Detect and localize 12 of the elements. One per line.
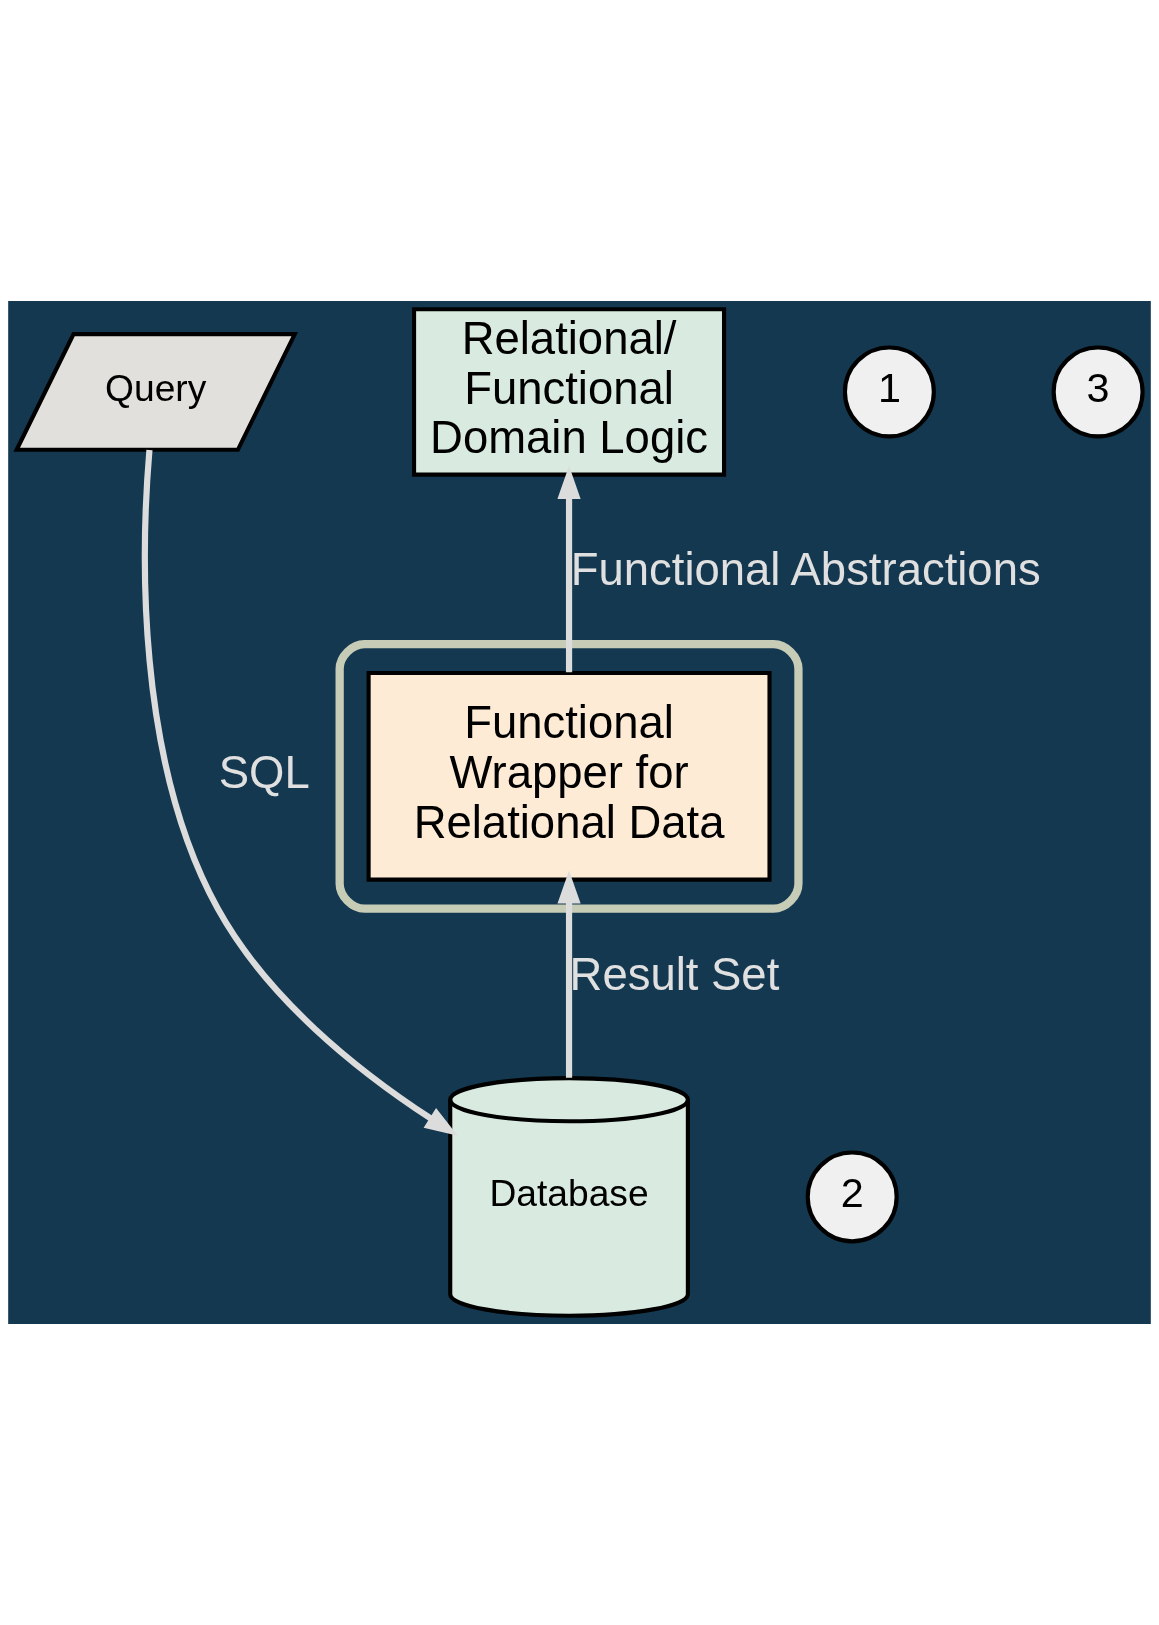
edge-label: Result Set	[569, 949, 780, 1001]
arrow	[141, 449, 458, 1136]
cluster	[335, 639, 803, 913]
arrow	[557, 870, 581, 1078]
edge-label: SQL	[218, 746, 310, 798]
node-box: Functional Wrapper for Relational Data	[366, 670, 772, 882]
node-circle: 1	[842, 345, 936, 439]
node-box: Relational/ Functional Domain Logic	[412, 307, 727, 477]
node-circle: 2	[805, 1150, 899, 1244]
node-circle: 3	[1051, 345, 1145, 439]
edge-label: Functional Abstractions	[570, 544, 1041, 596]
arrow	[557, 465, 581, 673]
